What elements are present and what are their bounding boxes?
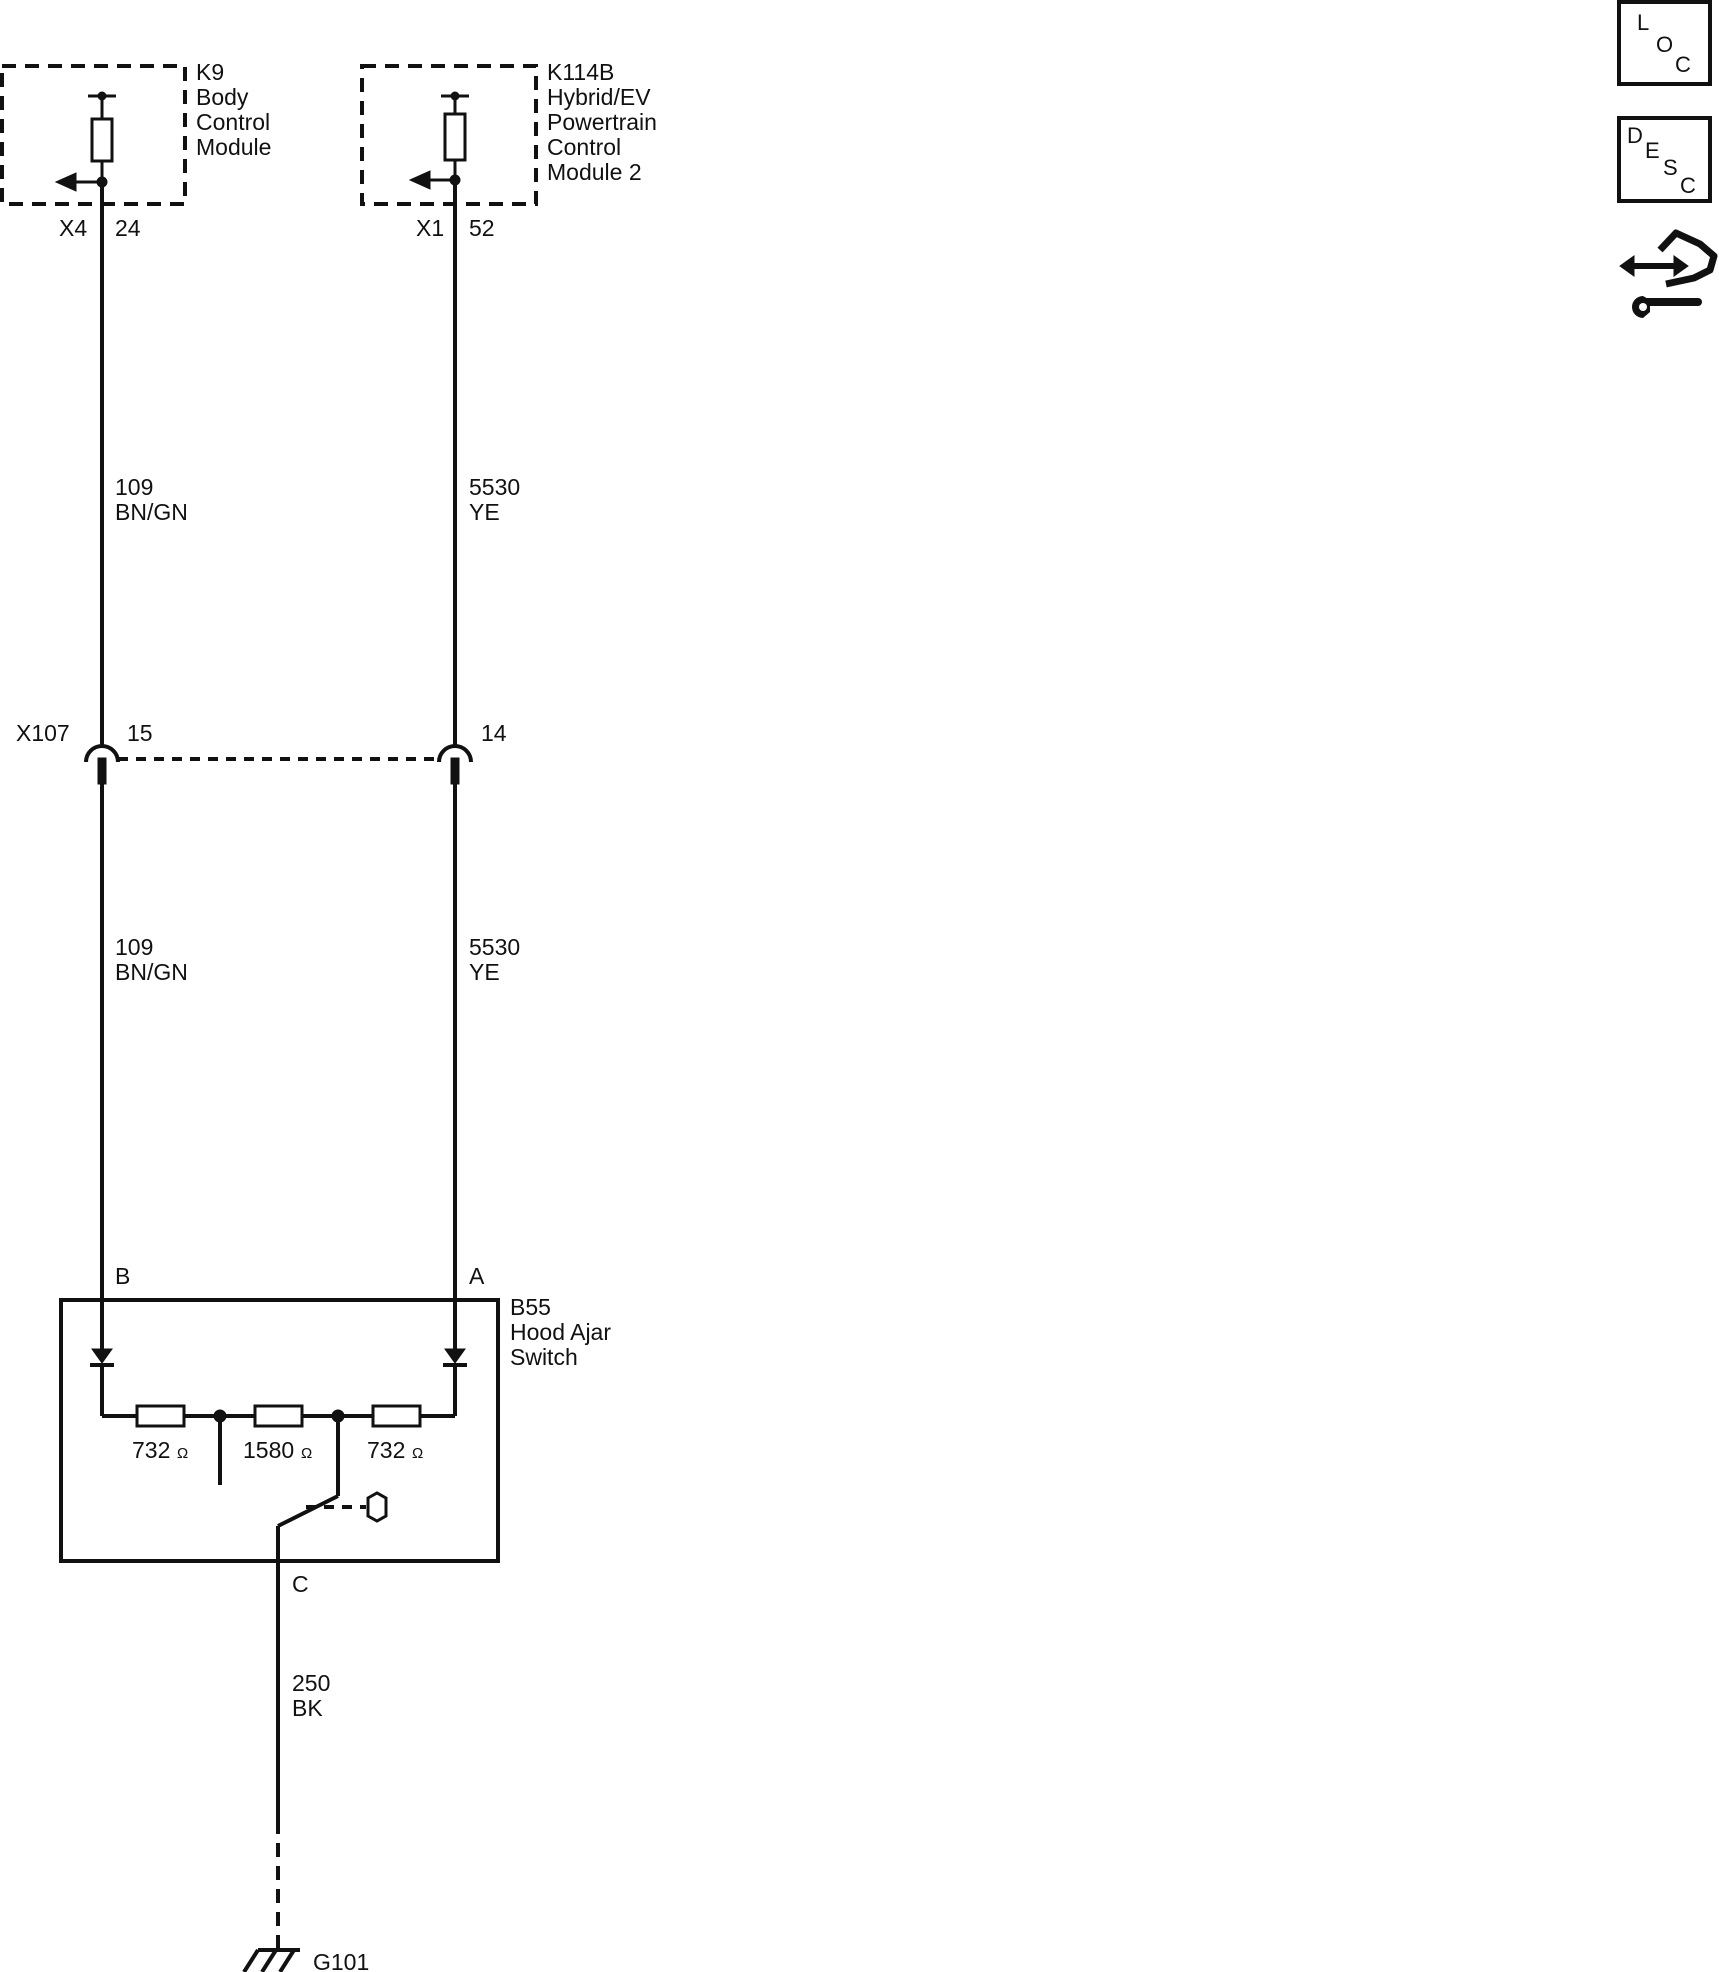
k114b-module-name-line1: Hybrid/EV <box>547 84 651 110</box>
k9-module-id: K9 <box>196 59 224 85</box>
resistor-732-left <box>135 1404 186 1428</box>
x107-pin-15-label: 15 <box>127 720 153 746</box>
resistor-732-left-unit: Ω <box>177 1445 188 1462</box>
ground-symbol-icon <box>242 1948 300 1972</box>
k114b-powertrain-control-module[interactable]: K114B Hybrid/EV Powertrain Control Modul… <box>360 59 657 206</box>
k114b-module-id: K114B <box>547 59 614 85</box>
loc-letter-l: L <box>1637 10 1649 35</box>
wire-250-ground[interactable]: 250 BK <box>276 1561 330 1948</box>
b55-switch-name-line1: Hood Ajar <box>510 1319 611 1345</box>
wire-5530-upper-color: YE <box>469 499 500 525</box>
b55-switch-outline <box>59 1298 500 1563</box>
x107-pin-14-label: 14 <box>481 720 507 746</box>
wire-250-color: BK <box>292 1695 323 1721</box>
desc-letter-s: S <box>1663 155 1678 180</box>
desc-letter-e: E <box>1645 138 1660 163</box>
b55-pin-a-label: A <box>469 1263 485 1289</box>
wire-109-lower-circuit: 109 <box>115 934 153 960</box>
k9-body-control-module[interactable]: K9 Body Control Module <box>0 59 271 206</box>
desc-letter-c: C <box>1680 173 1696 198</box>
desc-icon <box>1617 116 1712 203</box>
b55-switch-blade <box>277 1494 339 1528</box>
b55-pin-b-terminal-arrow <box>91 1348 113 1364</box>
k114b-module-name-line2: Powertrain <box>547 109 657 135</box>
wire-5530-lower-circuit: 5530 <box>469 934 520 960</box>
wire-5530-upper-circuit: 5530 <box>469 474 520 500</box>
x107-inline-connector[interactable]: X107 15 14 <box>16 720 507 785</box>
loc-icon <box>1617 0 1712 86</box>
k114b-module-outline <box>360 64 538 206</box>
b55-switch-name-line2: Switch <box>510 1344 578 1370</box>
loc-letter-c: C <box>1675 52 1691 77</box>
x107-pin-15-female-symbol <box>84 744 120 763</box>
k114b-input-circuit-symbol <box>408 91 469 190</box>
wire-109-upper[interactable]: 109 BN/GN <box>100 187 188 746</box>
loc-letter-o: O <box>1656 32 1673 57</box>
b55-pin-c-label: C <box>292 1571 309 1597</box>
k114b-connector-label: X1 <box>416 215 444 241</box>
b55-pin-a-terminal-arrow <box>444 1348 466 1364</box>
resistor-732-left-value: 732 <box>132 1437 170 1463</box>
wire-5530-lower-color: YE <box>469 959 500 985</box>
resistor-1580-unit: Ω <box>301 1445 312 1462</box>
b55-hood-ajar-switch[interactable]: B A B55 Hood Ajar Switch 732 Ω 1580 Ω 73… <box>59 1263 611 1563</box>
wire-109-upper-circuit: 109 <box>115 474 153 500</box>
x107-connector-label: X107 <box>16 720 70 746</box>
resistor-1580-value: 1580 <box>243 1437 294 1463</box>
desc-button[interactable]: D E S C <box>1617 116 1712 203</box>
k9-module-name-line3: Module <box>196 134 271 160</box>
k9-connector-label: X4 <box>59 215 87 241</box>
wire-109-upper-color: BN/GN <box>115 499 188 525</box>
connector-repair-button[interactable] <box>1619 229 1718 318</box>
g101-label: G101 <box>313 1949 369 1972</box>
wire-250-circuit: 250 <box>292 1670 330 1696</box>
b55-actuator-nut-icon <box>366 1491 388 1523</box>
b55-switch-id: B55 <box>510 1294 551 1320</box>
k114b-module-name-line3: Control <box>547 134 621 160</box>
k9-pin-label: 24 <box>115 215 141 241</box>
k9-module-name-line1: Body <box>196 84 249 110</box>
desc-letter-d: D <box>1627 123 1643 148</box>
x107-pin-15-male-symbol <box>97 757 107 785</box>
wire-5530-lower[interactable]: 5530 YE <box>453 784 520 1358</box>
k9-module-name-line2: Control <box>196 109 270 135</box>
b55-pin-b-label: B <box>115 1263 130 1289</box>
x107-pin-14-female-symbol <box>437 744 473 763</box>
loc-button[interactable]: L O C <box>1617 0 1712 86</box>
resistor-1580 <box>253 1404 304 1428</box>
g101-ground[interactable]: G101 <box>242 1948 369 1972</box>
resistor-732-right-unit: Ω <box>412 1445 423 1462</box>
x107-pin-14-male-symbol <box>450 757 460 785</box>
k114b-module-name-line4: Module 2 <box>547 159 642 185</box>
wire-109-lower-color: BN/GN <box>115 959 188 985</box>
resistor-732-right-value: 732 <box>367 1437 405 1463</box>
wire-109-lower[interactable]: 109 BN/GN <box>100 784 188 1358</box>
k114b-pin-label: 52 <box>469 215 495 241</box>
k9-input-circuit-symbol <box>54 91 116 192</box>
wire-5530-upper[interactable]: 5530 YE <box>453 185 520 746</box>
connector-repair-icon <box>1619 229 1718 318</box>
resistor-732-right <box>371 1404 422 1428</box>
